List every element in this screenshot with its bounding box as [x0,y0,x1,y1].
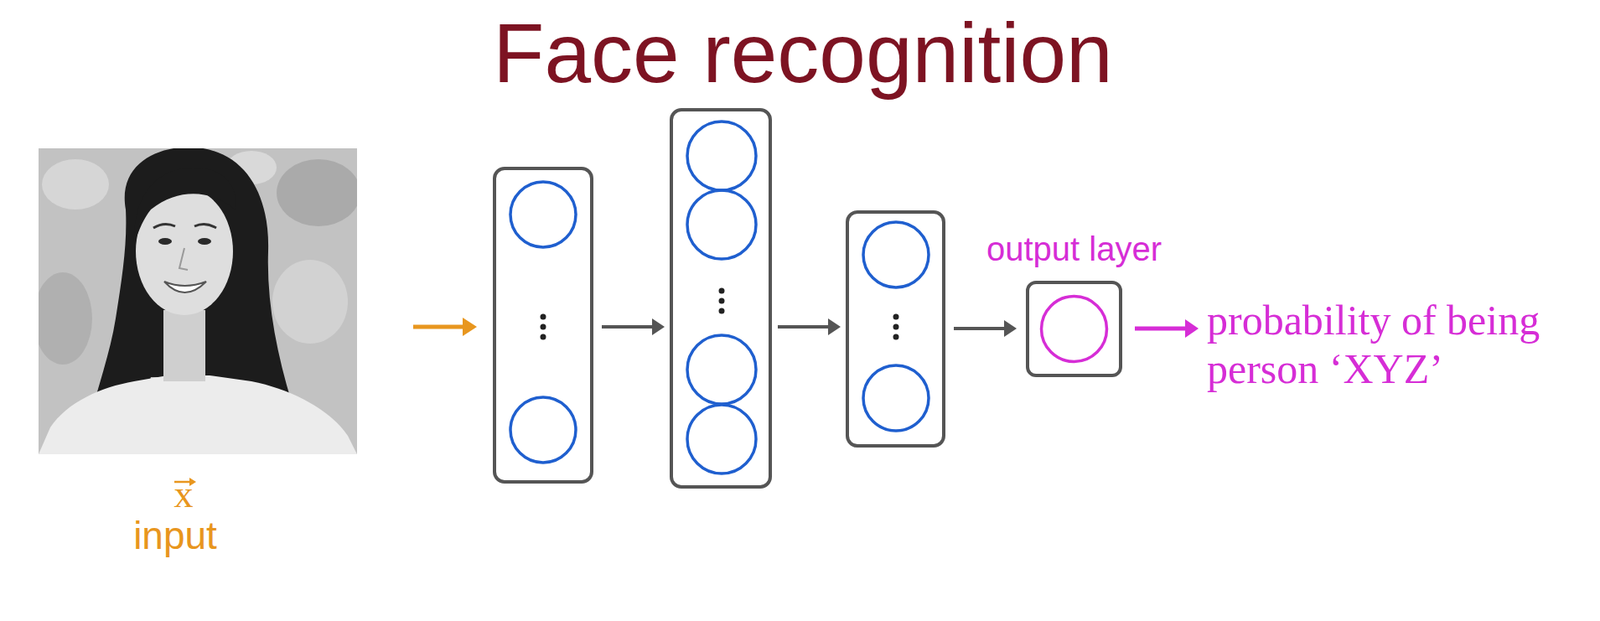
layer-box [671,109,771,487]
eyebrow [194,223,217,228]
ellipsis-dot [893,324,900,331]
layer-arrowhead [1004,320,1017,337]
output-arrowhead [1185,319,1199,338]
neuron [863,365,929,431]
input-arrow [413,325,464,330]
hidden-layer-1 [494,168,592,482]
input-arrowhead [462,317,477,337]
background-blob [276,159,358,227]
neuron [687,335,756,404]
layer-arrow [777,325,829,329]
neuron [687,121,756,191]
layer-arrow [953,326,1005,331]
output-layer-box: output layer [1025,280,1123,378]
layer-arrowhead [828,318,841,336]
background-blob [38,272,93,365]
neuron [687,404,756,474]
layer-box [494,168,592,482]
eyebrow [153,223,176,228]
shirt [38,375,358,455]
neuron [510,397,576,463]
output-neuron [1041,296,1108,363]
hair-bangs [134,167,236,244]
ellipsis-dot [540,314,547,321]
input-label: input [133,516,218,555]
ellipsis-dot [540,324,547,331]
output-arrow [1134,326,1186,332]
ellipsis-dot [540,334,547,341]
layer-heading: output layer [986,232,1162,266]
layer-box [847,212,944,446]
neck [163,310,206,382]
neuron [863,222,929,288]
eye [158,238,172,245]
layer-arrowhead [652,318,665,336]
neuron [510,181,576,248]
background-blob [41,159,109,210]
background-blob [272,259,348,344]
ellipsis-dot [719,298,725,305]
output-neuron-svg [1029,284,1119,374]
diagram-title: Face recognition [492,6,1113,99]
ellipsis-dot [893,334,900,341]
hidden-layer-3 [847,212,944,446]
smile [164,281,207,293]
layer-arrow [601,325,653,329]
ellipsis-dot [893,314,900,321]
output-description: probability of being person ‘XYZ’ [1206,296,1576,394]
hidden-layer-2 [671,109,771,487]
ellipsis-dot [719,288,725,295]
nose [179,248,188,270]
ellipsis-dot [719,308,725,315]
input-symbol: x [174,475,194,514]
eye [197,238,212,245]
portrait-photo [38,148,358,455]
neuron [687,190,756,259]
